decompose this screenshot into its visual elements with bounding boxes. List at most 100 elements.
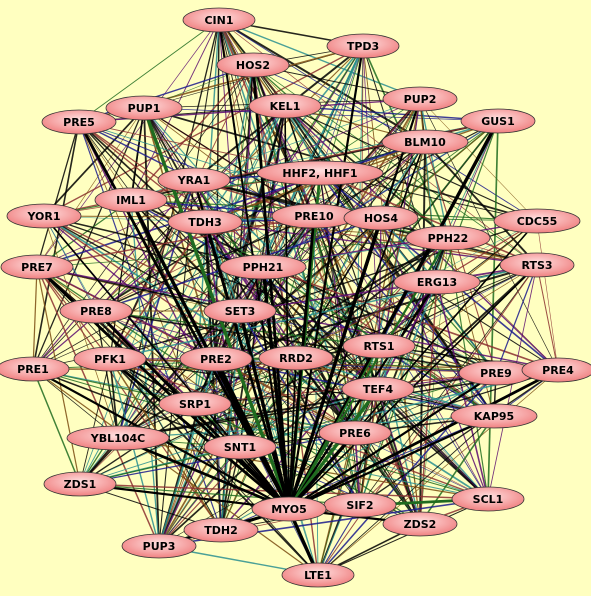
node-pup3[interactable]: PUP3	[121, 533, 197, 559]
node-srp1[interactable]: SRP1	[158, 391, 232, 417]
node-lte1[interactable]: LTE1	[281, 562, 355, 588]
node-ellipse	[405, 225, 491, 251]
node-snt1[interactable]: SNT1	[203, 434, 277, 460]
node-iml1[interactable]: IML1	[94, 187, 168, 213]
node-kel1[interactable]: KEL1	[248, 93, 322, 119]
node-pre2[interactable]: PRE2	[179, 346, 253, 372]
hub-edge-MYO5-BLM10	[288, 141, 426, 510]
edge-PRE10-LTE1	[313, 215, 319, 576]
node-pre4[interactable]: PRE4	[521, 357, 591, 383]
hub-edge-MYO5-TPD3	[287, 45, 365, 510]
node-pre6[interactable]: PRE6	[318, 420, 392, 446]
node-pre8[interactable]: PRE8	[59, 298, 133, 324]
node-blm10[interactable]: BLM10	[381, 129, 469, 155]
edge-KEL1-PRE9	[284, 105, 497, 374]
edge-KAP95-YBL104C	[117, 415, 495, 439]
node-pph22[interactable]: PPH22	[405, 225, 491, 251]
node-label: TDH2	[204, 524, 238, 537]
node-ellipse	[248, 93, 322, 119]
node-hos4[interactable]: HOS4	[343, 205, 419, 231]
node-label: KEL1	[270, 100, 301, 113]
node-cdc55[interactable]: CDC55	[493, 208, 581, 234]
edge-PRE5-SRP1	[78, 121, 196, 405]
hub-edge-MYO5-PFK1	[109, 357, 290, 511]
edge-RTS1-ZDS2	[378, 345, 421, 525]
hub-edge-MYO5-PRE2	[214, 358, 291, 510]
node-pre1[interactable]: PRE1	[0, 356, 70, 382]
node-ellipse	[203, 434, 277, 460]
edge-RTS3-SIF2	[359, 264, 538, 506]
node-label: PUP1	[128, 102, 161, 115]
node-pph21[interactable]: PPH21	[219, 254, 307, 280]
edge-CIN1-PRE7	[36, 19, 220, 268]
node-label: PUP2	[404, 93, 437, 106]
node-pup1[interactable]: PUP1	[105, 95, 183, 121]
node-pre5[interactable]: PRE5	[41, 109, 117, 135]
node-hhf2[interactable]: HHF2, HHF1	[256, 160, 384, 186]
edge-PFK1-ZDS1	[79, 358, 111, 485]
node-rrd2[interactable]: RRD2	[258, 345, 334, 371]
node-tdh3[interactable]: TDH3	[167, 209, 243, 235]
hub-edge-MYO5-HOS4	[287, 217, 383, 510]
edge-IML1-PUP3	[130, 199, 160, 547]
node-ellipse	[157, 167, 231, 193]
node-myo5[interactable]: MYO5	[251, 496, 327, 522]
node-pfk1[interactable]: PFK1	[73, 346, 147, 372]
node-set3[interactable]: SET3	[203, 298, 277, 324]
node-ellipse	[393, 269, 481, 295]
edge-ERG13-SCL1	[436, 281, 489, 500]
edge-PRE10-PRE8	[95, 215, 315, 312]
edge-PRE5-PRE7	[36, 121, 80, 268]
node-label: PRE10	[294, 210, 334, 223]
node-label: CIN1	[204, 14, 233, 27]
node-cin1[interactable]: CIN1	[182, 7, 256, 33]
edge-SET3-ZDS1	[79, 310, 241, 485]
node-gus1[interactable]: GUS1	[460, 108, 536, 134]
node-ellipse	[158, 391, 232, 417]
hub-edge-MYO5-RRD2	[288, 357, 297, 510]
node-zds1[interactable]: ZDS1	[43, 471, 117, 497]
node-sif2[interactable]: SIF2	[323, 492, 397, 518]
edge-TPD3-YOR1	[43, 45, 364, 217]
node-pre10[interactable]: PRE10	[271, 203, 357, 229]
edge-TDH3-PRE1	[32, 221, 206, 370]
node-ellipse	[460, 108, 536, 134]
node-tpd3[interactable]: TPD3	[326, 33, 400, 59]
node-label: LTE1	[304, 569, 332, 582]
edge-PPH21-PRE4	[262, 266, 559, 371]
node-scl1[interactable]: SCL1	[451, 486, 525, 512]
node-yor1[interactable]: YOR1	[6, 203, 82, 229]
node-zds2[interactable]: ZDS2	[382, 511, 458, 537]
edge-PUP1-PRE7	[36, 107, 145, 268]
node-label: PRE6	[339, 427, 371, 440]
node-tdh2[interactable]: TDH2	[183, 517, 259, 543]
node-yra1[interactable]: YRA1	[157, 167, 231, 193]
edge-BLM10-PRE9	[424, 141, 497, 374]
edge-TDH3-RRD2	[204, 221, 297, 359]
node-ellipse	[256, 160, 384, 186]
node-kap95[interactable]: KAP95	[450, 403, 538, 429]
edge-PRE1-SNT1	[32, 368, 241, 448]
node-pup2[interactable]: PUP2	[382, 86, 458, 112]
node-ellipse	[179, 346, 253, 372]
node-label: PRE8	[80, 305, 112, 318]
hub-edge-MYO5-YBL104C	[117, 436, 290, 511]
node-ybl104c[interactable]: YBL104C	[66, 425, 170, 451]
edge-PRE6-ZDS2	[354, 432, 421, 525]
node-pre7[interactable]: PRE7	[0, 254, 74, 280]
hub-edge-MYO5-HOS2	[251, 64, 291, 510]
node-label: IML1	[116, 194, 146, 207]
node-erg13[interactable]: ERG13	[393, 269, 481, 295]
node-tef4[interactable]: TEF4	[341, 376, 415, 402]
edge-PUP1-YOR1	[43, 107, 145, 217]
node-label: PRE2	[200, 353, 232, 366]
node-hos2[interactable]: HOS2	[216, 52, 290, 78]
edge-PRE8-YBL104C	[95, 310, 119, 439]
node-label: KAP95	[474, 410, 514, 423]
edge-PUP1-PRE4	[143, 107, 559, 371]
node-ellipse	[94, 187, 168, 213]
node-rts1[interactable]: RTS1	[342, 333, 416, 359]
node-pre9[interactable]: PRE9	[458, 360, 534, 386]
node-rts3[interactable]: RTS3	[499, 252, 575, 278]
